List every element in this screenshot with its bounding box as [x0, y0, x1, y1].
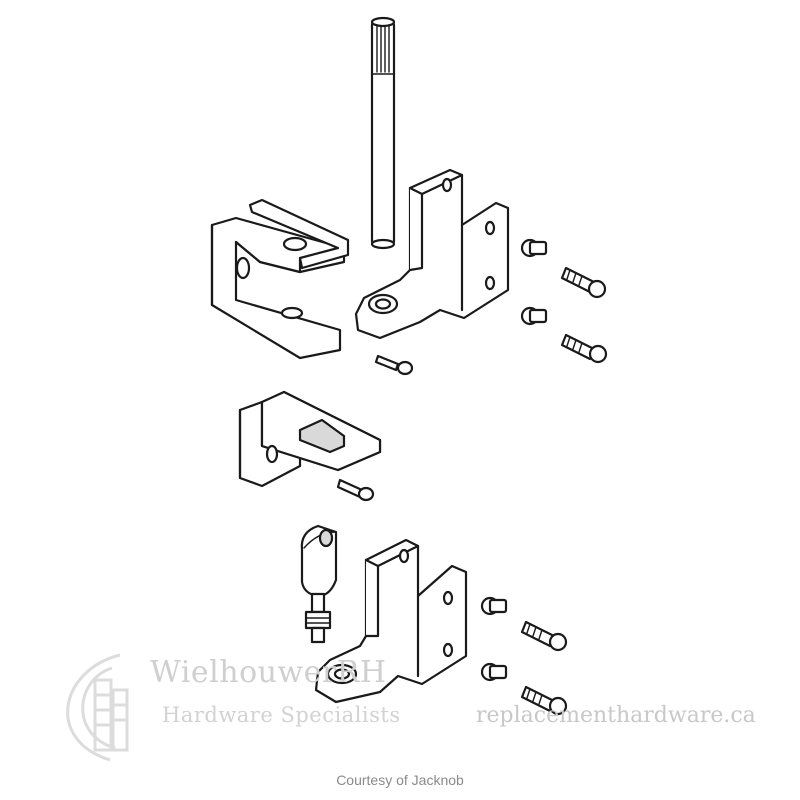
watermark-tagline: Hardware Specialists [162, 703, 401, 727]
top-pivot-bracket [354, 168, 510, 340]
pivot-pin [370, 16, 396, 250]
middle-wood-screw [336, 478, 375, 502]
top-bolt-upper [520, 238, 548, 258]
image-credit: Courtesy of Jacknob [336, 772, 464, 788]
bottom-pivot-bracket [314, 538, 468, 704]
bottom-bolt-upper [480, 596, 508, 616]
watermark-url: replacementhardware.ca [476, 703, 756, 728]
top-channel-bracket [210, 198, 350, 360]
top-wood-screw [374, 354, 414, 376]
bottom-screw-upper [520, 620, 568, 652]
middle-angle-bracket [238, 390, 382, 488]
bottom-bolt-lower [480, 662, 508, 682]
top-bolt-lower [520, 306, 548, 326]
adjustable-cam-stud [300, 524, 338, 644]
top-screw-lower [560, 333, 608, 364]
building-logo-icon [66, 653, 129, 762]
bottom-screw-lower [520, 685, 568, 716]
top-screw-upper [560, 266, 607, 299]
watermark-brand: WielhouwerRH [150, 655, 387, 690]
